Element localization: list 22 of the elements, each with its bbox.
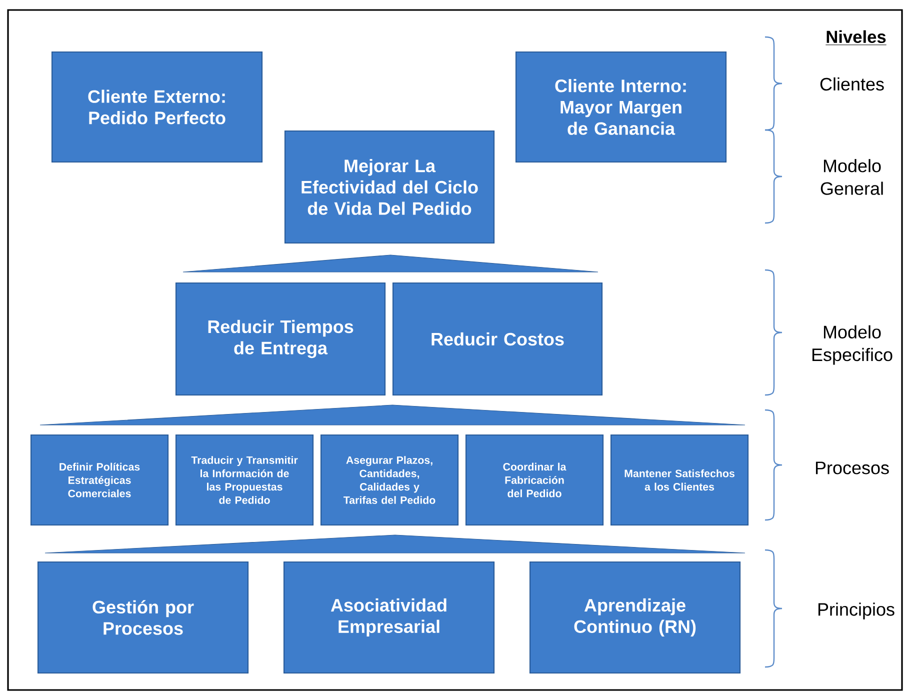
level-label: Modelo Especifico — [812, 325, 892, 365]
level-label: Modelo General — [820, 159, 883, 195]
process-box: Gestión por Procesos — [37, 561, 249, 674]
process-box: Aprendizaje Continuo (RN) — [529, 561, 741, 674]
process-box: Asegurar Plazos, Cantidades, Calidades y Tarifas del Pedido — [320, 434, 459, 526]
column-heading: Niveles — [825, 30, 887, 46]
process-box: Traducir y Transmitir la Información de las Propuestas de Pedido — [175, 434, 314, 526]
process-box: Reducir Tiempos de Entrega — [175, 282, 386, 396]
process-box: Coordinar la Fabricación del Pedido — [465, 434, 604, 526]
process-box: Cliente Interno: Mayor Margen de Ganancia — [515, 51, 727, 163]
process-box: Mejorar La Efectividad del Ciclo de Vida Del Pedido — [284, 130, 495, 244]
level-label: Principios — [818, 602, 894, 620]
level-label: Clientes — [820, 77, 884, 91]
process-box: Definir Políticas Estratégicas Comerciales — [30, 434, 169, 526]
level-label: Procesos — [816, 462, 889, 474]
process-box: Reducir Costos — [392, 282, 603, 396]
process-box: Mantener Satisfechos a los Clientes — [610, 434, 749, 526]
process-box: Asociatividad Empresarial — [283, 561, 495, 674]
platform-wedge — [182, 254, 598, 272]
platform-wedge — [40, 404, 746, 426]
process-box: Cliente Externo: Pedido Perfecto — [51, 51, 263, 163]
platform-wedge — [44, 534, 746, 554]
